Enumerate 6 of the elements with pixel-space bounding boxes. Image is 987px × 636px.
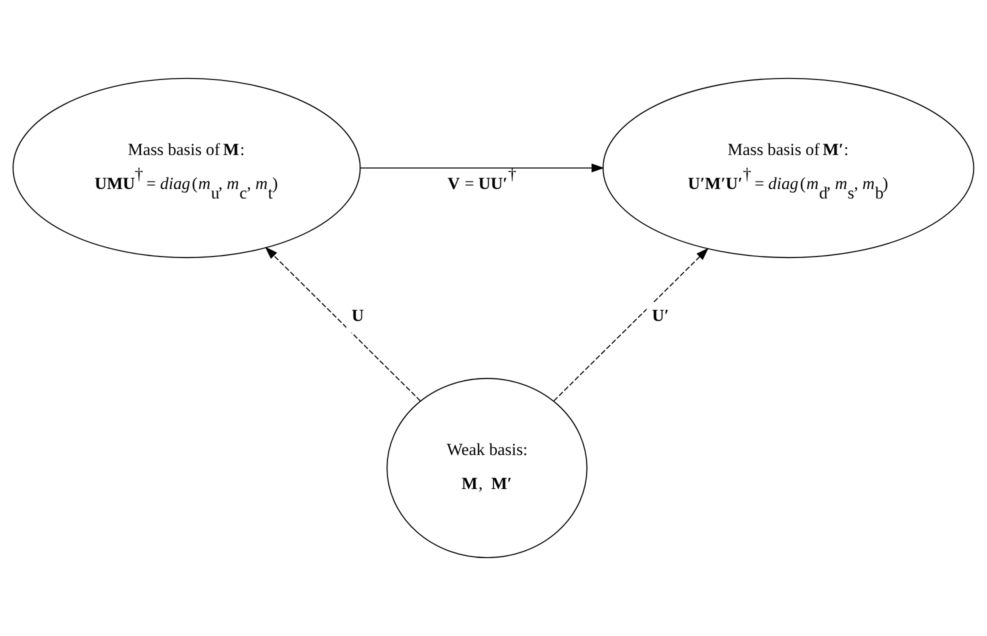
- edge-label: U′: [652, 306, 669, 325]
- arrow: [360, 164, 604, 172]
- arrow: [265, 246, 421, 402]
- edge-label: U: [352, 306, 364, 325]
- node-ellipse: Weak basis: M, M′: [386, 378, 588, 558]
- arrow: [554, 248, 709, 402]
